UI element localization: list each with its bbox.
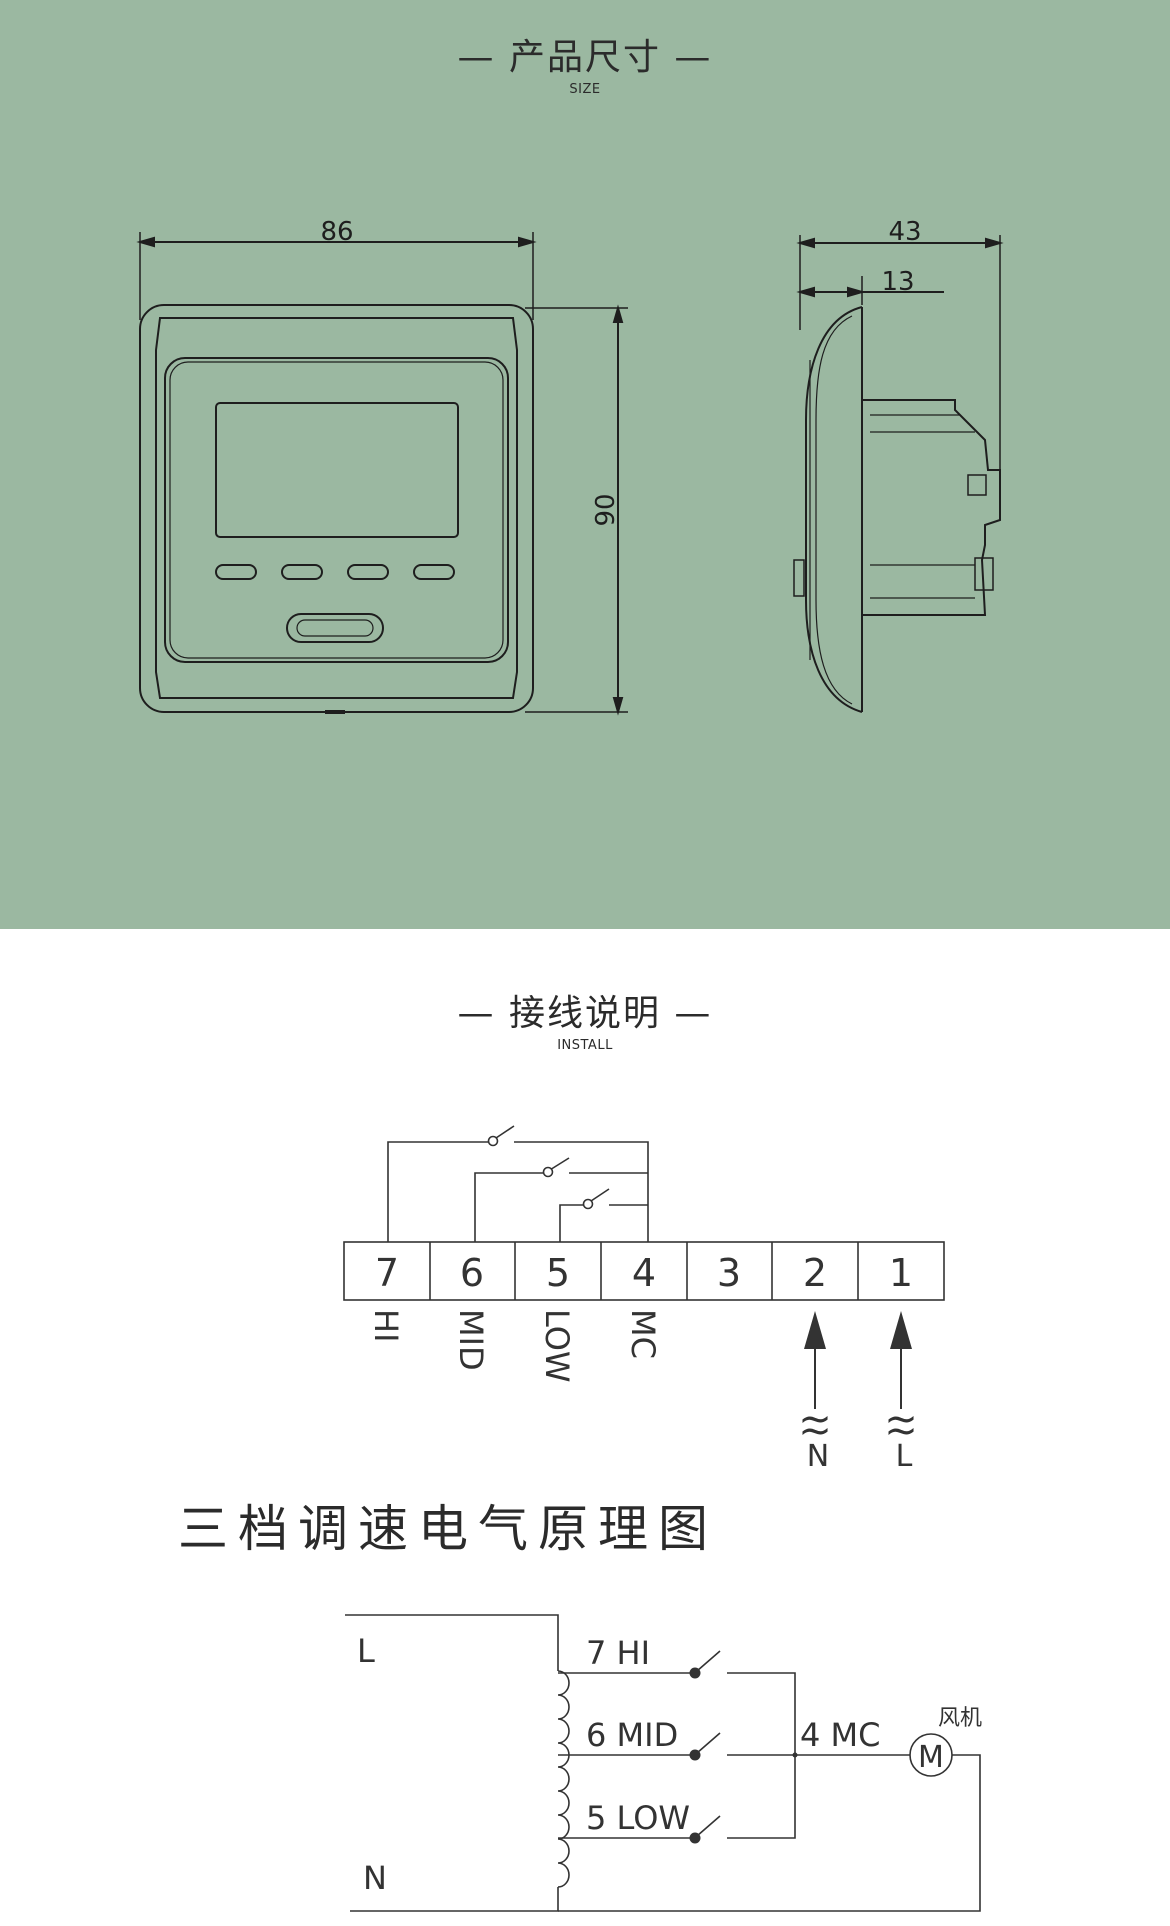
terminal-2: 2 (803, 1251, 827, 1295)
power-label-n: N (807, 1439, 829, 1474)
install-heading: — 接线说明 — INSTALL (0, 984, 1170, 1053)
button-4 (413, 564, 455, 580)
size-subtitle: SIZE (569, 82, 601, 97)
dim-front-depth-label: 13 (881, 267, 914, 297)
schematic-tap-low: 5 LOW (586, 1799, 690, 1837)
dim-width-label: 86 (320, 217, 353, 247)
tilde-n: ~ (798, 1396, 832, 1442)
power-button (286, 613, 384, 643)
lcd-screen (215, 402, 459, 538)
terminal-6: 6 (460, 1251, 484, 1295)
schematic-tap-hi: 7 HI (586, 1634, 650, 1672)
tilde-n-2: ~ (798, 1408, 832, 1454)
label-mid: MID (452, 1309, 490, 1371)
install-panel: — 接线说明 — INSTALL (0, 929, 1170, 1926)
arrow-n (804, 1311, 826, 1349)
tilde-l-2: ~ (884, 1408, 918, 1454)
install-subtitle: INSTALL (557, 1038, 613, 1053)
terminal-block (343, 1241, 945, 1301)
dim-depth-label: 43 (888, 217, 921, 247)
dimension-drawing: 86 90 43 13 (136, 217, 1004, 716)
wiring-diagram: 7 6 5 4 3 2 1 HI MID LOW MC ~ ~ ~ ~ (178, 1125, 982, 1912)
label-low: LOW (538, 1309, 576, 1383)
arrow-l (890, 1311, 912, 1349)
schematic-title: 三档调速电气原理图 (178, 1500, 718, 1558)
install-title: — 接线说明 — (457, 993, 713, 1034)
terminal-7: 7 (375, 1251, 399, 1295)
terminal-1: 1 (889, 1251, 913, 1295)
size-title: — 产品尺寸 — (457, 37, 713, 78)
button-3 (347, 564, 389, 580)
schematic-line-l: L (357, 1632, 375, 1670)
motor-symbol: M (918, 1740, 944, 1775)
tilde-l: ~ (884, 1396, 918, 1442)
schematic-tap-mid: 6 MID (586, 1716, 678, 1754)
speed-schematic (345, 1614, 981, 1912)
motor-label: 风机 (938, 1706, 982, 1731)
side-bezel (805, 306, 863, 713)
side-body (862, 399, 1001, 616)
size-heading: — 产品尺寸 — SIZE (0, 28, 1170, 97)
front-plate (139, 304, 534, 713)
terminal-3: 3 (717, 1251, 741, 1295)
size-panel: — 产品尺寸 — SIZE (0, 0, 1170, 929)
terminal-5: 5 (546, 1251, 570, 1295)
front-face (164, 357, 509, 663)
schematic-common: 4 MC (800, 1716, 880, 1754)
label-hi: HI (367, 1309, 405, 1343)
schematic-line-n: N (363, 1859, 387, 1897)
button-1 (215, 564, 257, 580)
power-label-l: L (896, 1439, 913, 1474)
terminal-4: 4 (632, 1251, 656, 1295)
label-mc: MC (624, 1309, 662, 1359)
dim-height-label: 90 (591, 493, 621, 526)
button-2 (281, 564, 323, 580)
